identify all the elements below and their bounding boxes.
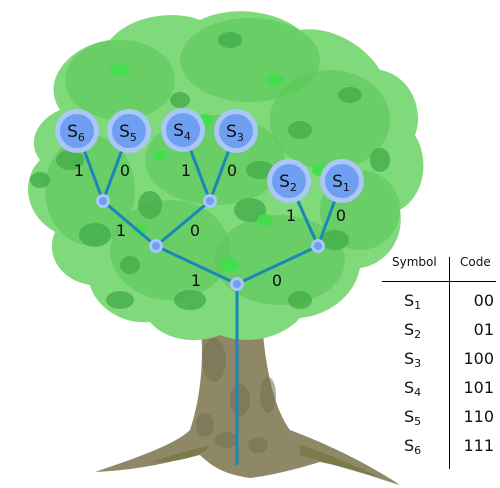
leaf-node-core: [325, 164, 359, 198]
table-row: S5 110: [380, 407, 498, 434]
row-symbol: S2: [404, 320, 422, 341]
foliage-shadow: [218, 32, 242, 48]
foliage-shadow: [106, 291, 134, 309]
foliage-highlight: [266, 74, 284, 86]
leaf-label-s4: S4: [173, 121, 191, 143]
row-code: 100: [463, 349, 494, 368]
foliage-shadow: [234, 198, 266, 222]
edge-root-n12: [235, 244, 320, 286]
junction-node-core: [152, 242, 160, 250]
table-row: S3 100: [380, 349, 498, 376]
edge-bit-label: 0: [190, 221, 200, 240]
foliage-shadow: [321, 230, 349, 250]
trunk-root: [300, 445, 380, 478]
leaf-label-s1: S1: [332, 172, 350, 194]
table-row: S1 00: [380, 291, 498, 318]
table-column-rule: [449, 257, 450, 469]
trunk-texture: [214, 432, 238, 448]
code-header: Code: [460, 255, 491, 269]
edge-n3456-n56: [101, 199, 158, 248]
leaf-label-s5: S5: [119, 122, 137, 144]
leaf-label-s6: S6: [67, 122, 85, 144]
foliage-cluster: [65, 40, 175, 120]
junction-node-core: [233, 280, 241, 288]
row-code: 00: [473, 291, 494, 310]
leaf-node-core: [60, 114, 94, 148]
trunk-texture: [202, 338, 226, 382]
edge-bit-label: 0: [227, 161, 237, 180]
leaf-node-core: [112, 114, 146, 148]
foliage-shadow: [338, 87, 362, 103]
row-code: 101: [463, 378, 494, 397]
edge-bit-label: 1: [191, 271, 201, 290]
junction-node-core: [206, 197, 214, 205]
trunk-texture: [260, 377, 276, 413]
leaf-node-core: [272, 164, 306, 198]
edge-bit-label: 1: [74, 161, 84, 180]
foliage-shadow: [246, 161, 274, 179]
row-code: 111: [463, 436, 494, 455]
foliage-cluster: [215, 215, 345, 305]
leaf-label-s3: S3: [226, 122, 244, 144]
foliage-shadow: [288, 291, 312, 309]
leaf-node-core: [166, 113, 200, 147]
foliage-shadow: [138, 191, 162, 219]
row-code: 110: [463, 407, 494, 426]
tree-foliage: [27, 11, 424, 341]
row-symbol: S1: [404, 291, 422, 312]
row-symbol: S3: [404, 349, 422, 370]
junction-node-core: [99, 197, 107, 205]
tree-trunk: [95, 320, 400, 485]
edge-n3456-n34: [154, 199, 212, 248]
table-header-rule: [382, 281, 496, 282]
foliage-shadow: [120, 256, 140, 274]
leaf-label-s2: S2: [279, 172, 297, 194]
edge-root-n3456: [154, 244, 239, 286]
table-row: S6 111: [380, 436, 498, 463]
foliage-shadow: [174, 290, 206, 310]
foliage-shadow: [370, 148, 390, 172]
edge-bit-label: 1: [286, 206, 296, 225]
edge-bit-label: 0: [272, 271, 282, 290]
row-symbol: S4: [404, 378, 422, 399]
trunk-texture: [230, 384, 250, 416]
foliage-cluster: [180, 18, 320, 102]
symbol-header: Symbol: [392, 255, 437, 269]
edge-bit-label: 1: [181, 161, 191, 180]
trunk-root: [150, 446, 210, 462]
foliage-highlight: [153, 150, 167, 160]
table-row: S4 101: [380, 378, 498, 405]
foliage-highlight: [257, 214, 273, 226]
row-symbol: S5: [404, 407, 422, 428]
row-symbol: S6: [404, 436, 422, 457]
row-code: 01: [473, 320, 494, 339]
foliage-highlight: [110, 64, 130, 76]
table-row: S2 01: [380, 320, 498, 347]
foliage-shadow: [30, 172, 50, 188]
edge-bit-label: 1: [116, 221, 126, 240]
foliage-highlight: [221, 258, 239, 272]
trunk-texture: [196, 413, 214, 437]
foliage-shadow: [79, 223, 111, 247]
leaf-node-core: [219, 114, 253, 148]
foliage-cluster: [110, 200, 230, 300]
foliage-shadow: [288, 121, 312, 139]
edge-bit-label: 0: [336, 206, 346, 225]
trunk-texture: [248, 437, 268, 453]
foliage-shadow: [56, 150, 84, 170]
edge-bit-label: 0: [120, 161, 130, 180]
foliage-shadow: [170, 92, 190, 108]
junction-node-core: [314, 242, 322, 250]
